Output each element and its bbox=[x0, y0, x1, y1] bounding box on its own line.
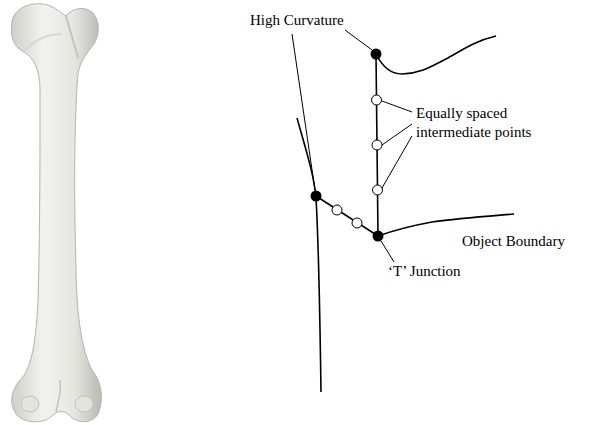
key-point bbox=[311, 49, 384, 242]
segment bbox=[316, 54, 378, 236]
object-boundary bbox=[297, 36, 514, 392]
callout-label: Equally spaced intermediate points bbox=[416, 104, 546, 142]
callout-label: ‘T’ Junction bbox=[388, 262, 498, 281]
boundary-left bbox=[297, 118, 321, 392]
boundary-top bbox=[376, 36, 496, 74]
callout-label: Object Boundary bbox=[462, 232, 587, 251]
boundary-bottom bbox=[378, 214, 514, 236]
leader-line bbox=[292, 30, 412, 262]
callout-label: High Curvature bbox=[250, 11, 380, 30]
femur-bone bbox=[11, 4, 101, 422]
intermediate-point bbox=[332, 95, 383, 228]
